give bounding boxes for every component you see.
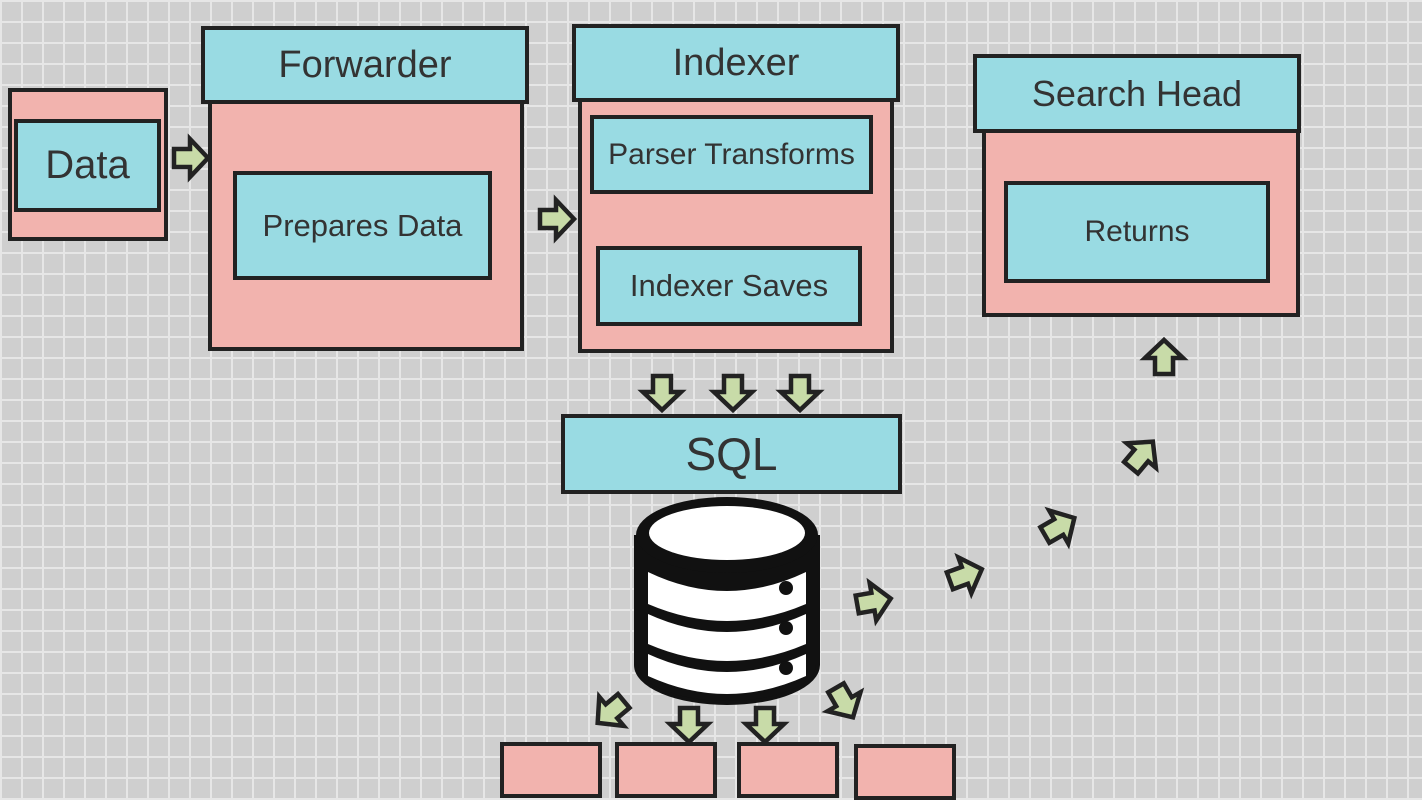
storage-block-4 — [854, 744, 956, 800]
returns-box: Returns — [1004, 181, 1270, 283]
data-label-box: Data — [14, 119, 161, 212]
search-head-title: Search Head — [973, 54, 1301, 133]
arrow-forwarder-to-indexer — [540, 200, 574, 238]
storage-block-2 — [615, 742, 717, 798]
storage-block-1 — [500, 742, 602, 798]
arrow-db-to-search-4 — [1116, 429, 1167, 479]
storage-block-3 — [737, 742, 839, 798]
arrow-db-to-search-1 — [854, 580, 894, 623]
arrow-db-to-storage-4 — [820, 678, 870, 726]
arrow-db-to-search-2 — [943, 551, 988, 598]
arrow-db-to-storage-2 — [670, 708, 708, 742]
arrow-indexer-to-sql-2 — [714, 376, 752, 410]
arrow-indexer-to-sql-1 — [643, 376, 681, 410]
indexer-saves-box: Indexer Saves — [596, 246, 862, 326]
database-icon — [634, 497, 820, 705]
arrow-indexer-to-sql-3 — [781, 376, 819, 410]
sql-box: SQL — [561, 414, 902, 494]
arrow-db-to-search-3 — [1035, 502, 1083, 552]
parser-transforms-box: Parser Transforms — [590, 115, 873, 194]
forwarder-title: Forwarder — [201, 26, 529, 104]
arrow-data-to-forwarder — [174, 139, 208, 177]
prepares-data-box: Prepares Data — [233, 171, 492, 280]
arrow-db-to-search-5 — [1145, 340, 1183, 374]
indexer-title: Indexer — [572, 24, 900, 102]
arrow-db-to-storage-3 — [746, 708, 784, 742]
arrow-db-to-storage-1 — [585, 686, 635, 737]
